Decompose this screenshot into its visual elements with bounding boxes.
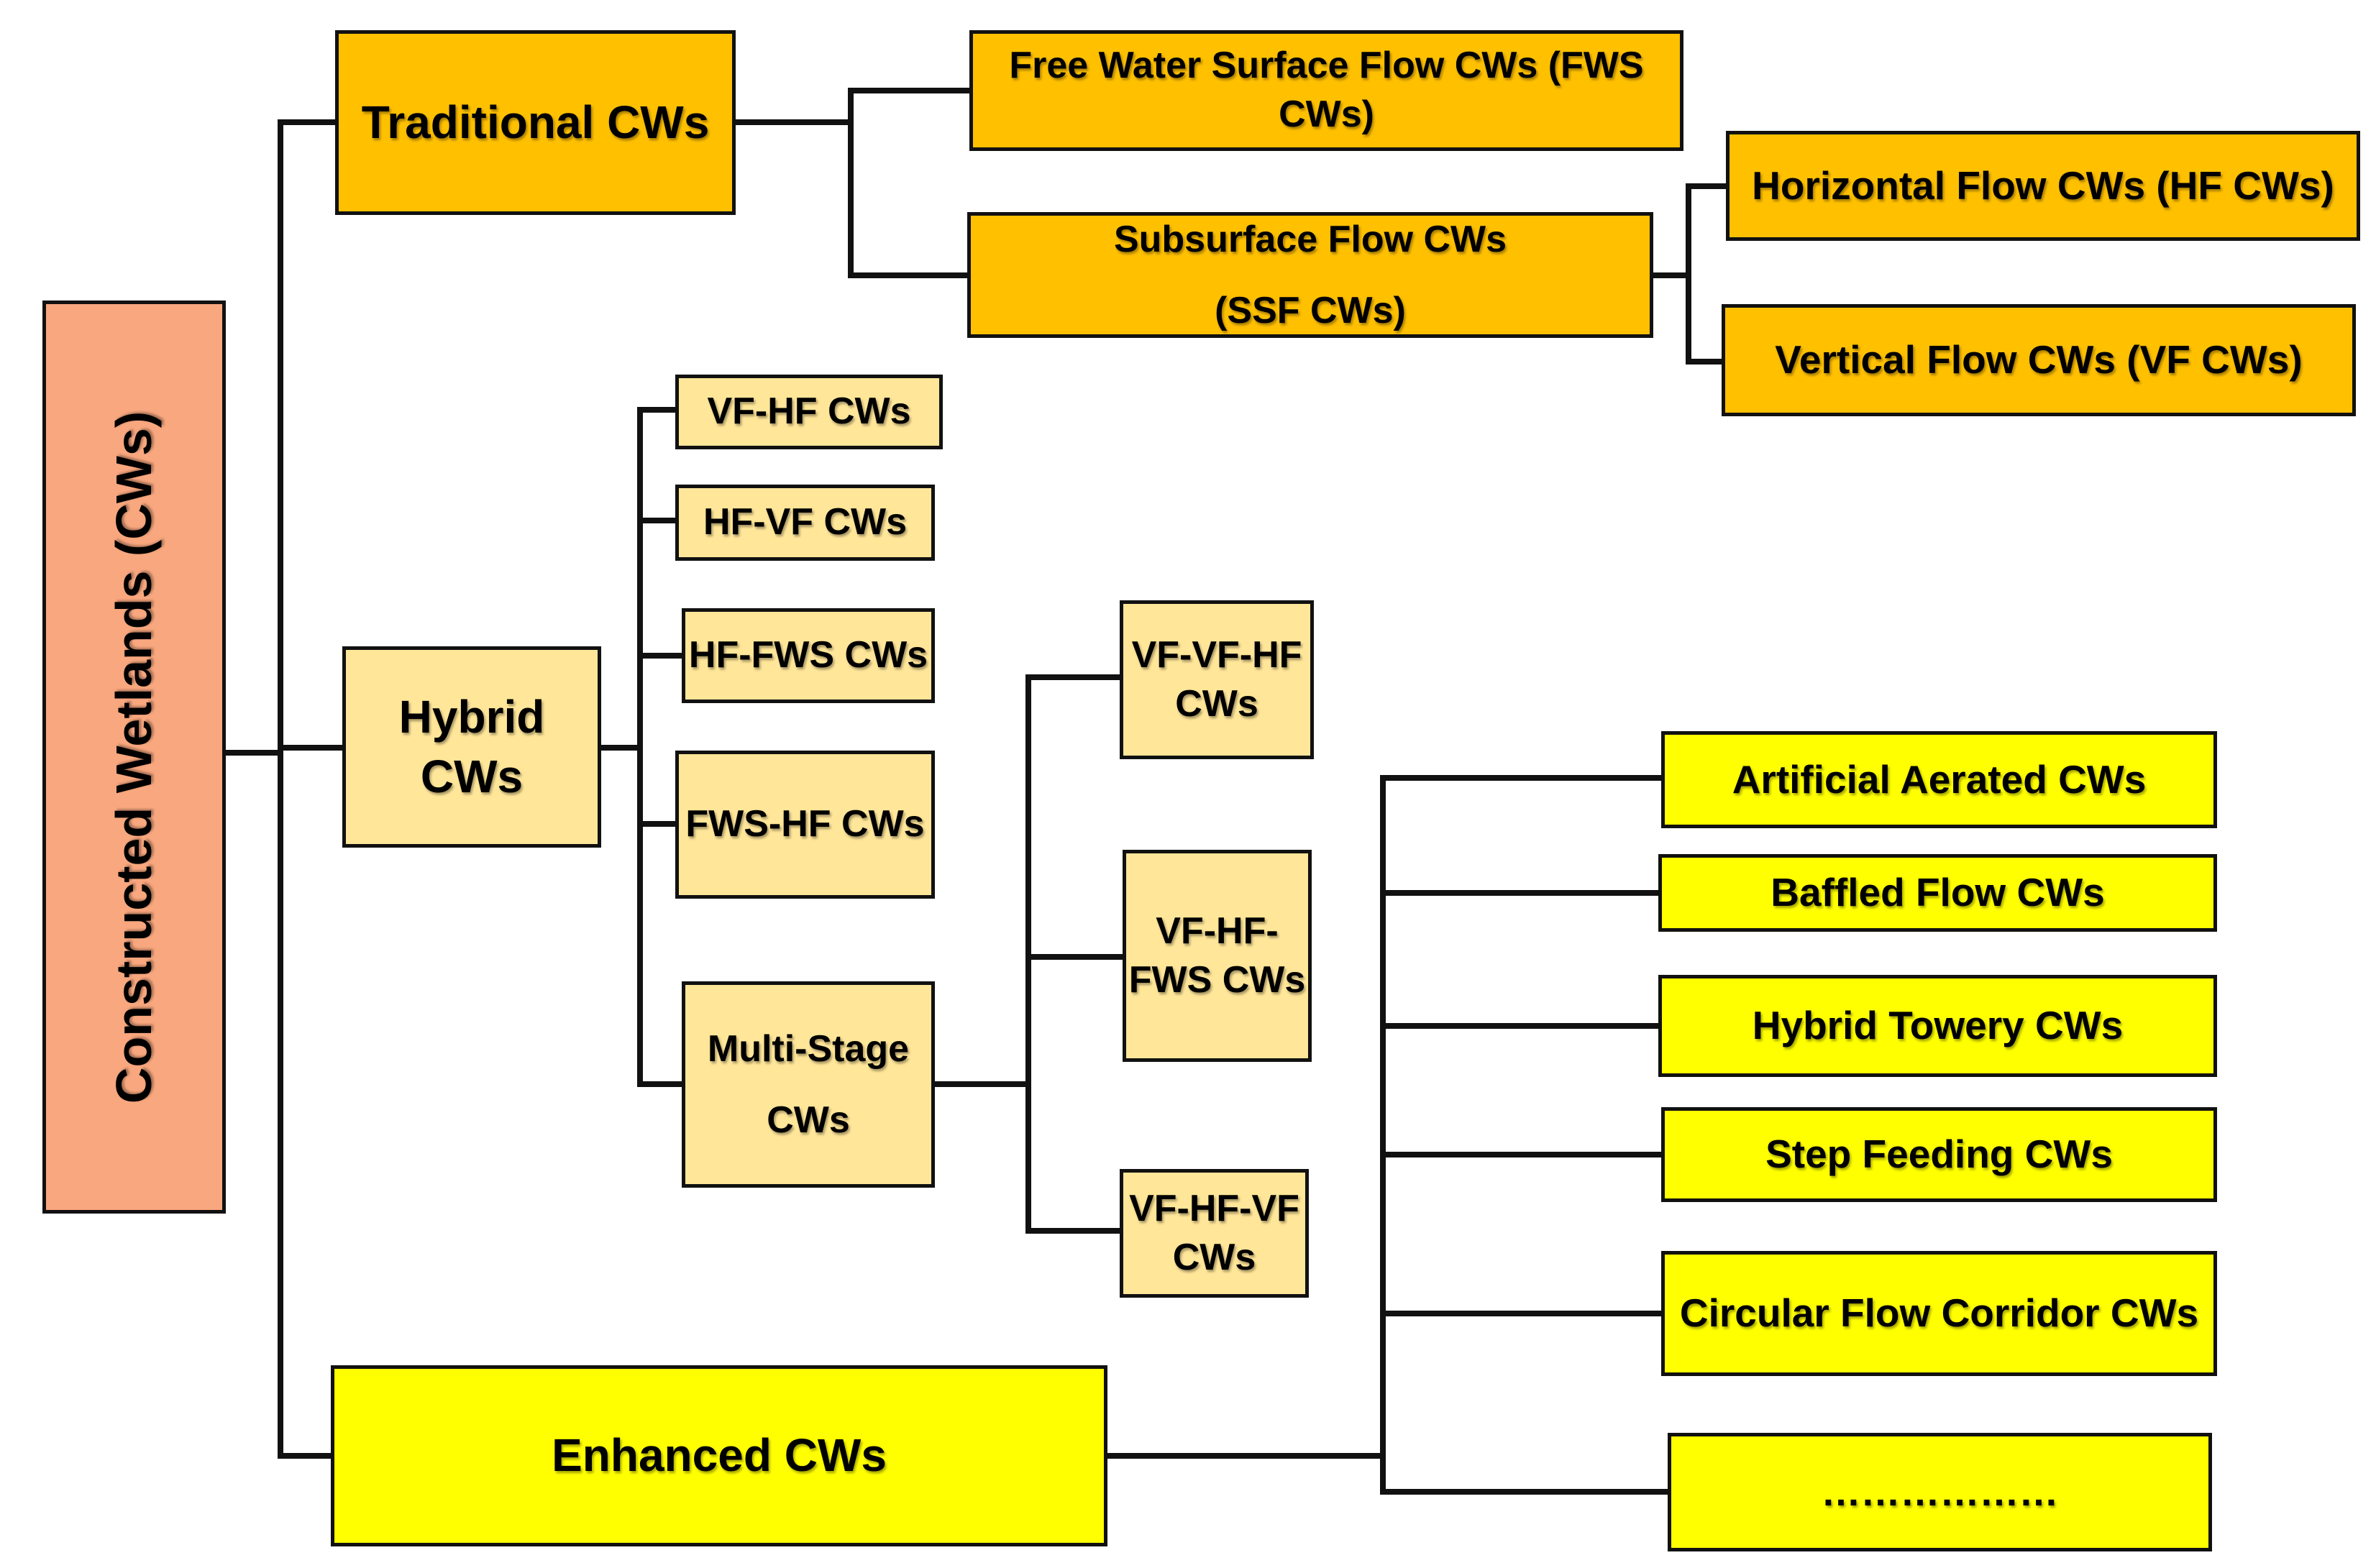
fws-box: Free Water Surface Flow CWs (FWS CWs) bbox=[969, 30, 1683, 151]
aerated-label: Artificial Aerated CWs bbox=[1732, 756, 2147, 802]
vf-label: Vertical Flow CWs (VF CWs) bbox=[1775, 337, 2303, 382]
hybrid-box: Hybrid CWs bbox=[342, 646, 601, 848]
multi-stage-box: Multi-Stage CWs bbox=[682, 981, 935, 1188]
aerated-box: Artificial Aerated CWs bbox=[1661, 731, 2217, 828]
enhanced-label: Enhanced CWs bbox=[552, 1429, 887, 1482]
vf-hf-label: VF-HF CWs bbox=[707, 390, 911, 433]
more-box: ……………… bbox=[1668, 1433, 2212, 1551]
vf-box: Vertical Flow CWs (VF CWs) bbox=[1722, 304, 2356, 416]
step-box: Step Feeding CWs bbox=[1661, 1107, 2217, 1202]
hf-fws-box: HF-FWS CWs bbox=[682, 608, 935, 703]
fws-hf-box: FWS-HF CWs bbox=[675, 751, 935, 899]
circular-box: Circular Flow Corridor CWs bbox=[1661, 1251, 2217, 1376]
hf-vf-label: HF-VF CWs bbox=[703, 501, 908, 544]
vf-hf-fws-label: VF-HF- FWS CWs bbox=[1128, 909, 1306, 1001]
step-label: Step Feeding CWs bbox=[1765, 1132, 2113, 1177]
ssf-box: Subsurface Flow CWs (SSF CWs) bbox=[967, 212, 1653, 338]
root-label: Constructed Wetlands (CWs) bbox=[106, 411, 162, 1104]
hf-label: Horizontal Flow CWs (HF CWs) bbox=[1752, 162, 2334, 208]
hybrid-label: Hybrid CWs bbox=[398, 690, 545, 802]
baffled-label: Baffled Flow CWs bbox=[1770, 870, 2105, 915]
fws-label: Free Water Surface Flow CWs (FWS CWs) bbox=[1009, 45, 1644, 135]
hf-box: Horizontal Flow CWs (HF CWs) bbox=[1726, 131, 2360, 241]
hf-fws-label: HF-FWS CWs bbox=[688, 634, 928, 677]
baffled-box: Baffled Flow CWs bbox=[1658, 854, 2217, 932]
towery-label: Hybrid Towery CWs bbox=[1752, 1003, 2124, 1048]
fws-hf-label: FWS-HF CWs bbox=[685, 803, 925, 845]
enhanced-box: Enhanced CWs bbox=[331, 1365, 1107, 1546]
root-box: Constructed Wetlands (CWs) bbox=[42, 301, 226, 1214]
traditional-box: Traditional CWs bbox=[335, 30, 736, 215]
hf-vf-box: HF-VF CWs bbox=[675, 485, 935, 561]
towery-box: Hybrid Towery CWs bbox=[1658, 975, 2217, 1077]
vf-vf-hf-label: VF-VF-HF CWs bbox=[1131, 633, 1302, 725]
vf-hf-box: VF-HF CWs bbox=[675, 375, 943, 449]
vf-hf-vf-box: VF-HF-VF CWs bbox=[1120, 1169, 1309, 1298]
traditional-label: Traditional CWs bbox=[361, 96, 710, 148]
vf-hf-vf-label: VF-HF-VF CWs bbox=[1129, 1187, 1299, 1278]
ssf-label: Subsurface Flow CWs (SSF CWs) bbox=[1113, 218, 1507, 331]
more-label: ……………… bbox=[1821, 1469, 2059, 1514]
vf-hf-fws-box: VF-HF- FWS CWs bbox=[1123, 850, 1312, 1062]
vf-vf-hf-box: VF-VF-HF CWs bbox=[1120, 600, 1314, 759]
circular-label: Circular Flow Corridor CWs bbox=[1679, 1290, 2199, 1336]
multi-stage-label: Multi-Stage CWs bbox=[707, 1027, 910, 1141]
